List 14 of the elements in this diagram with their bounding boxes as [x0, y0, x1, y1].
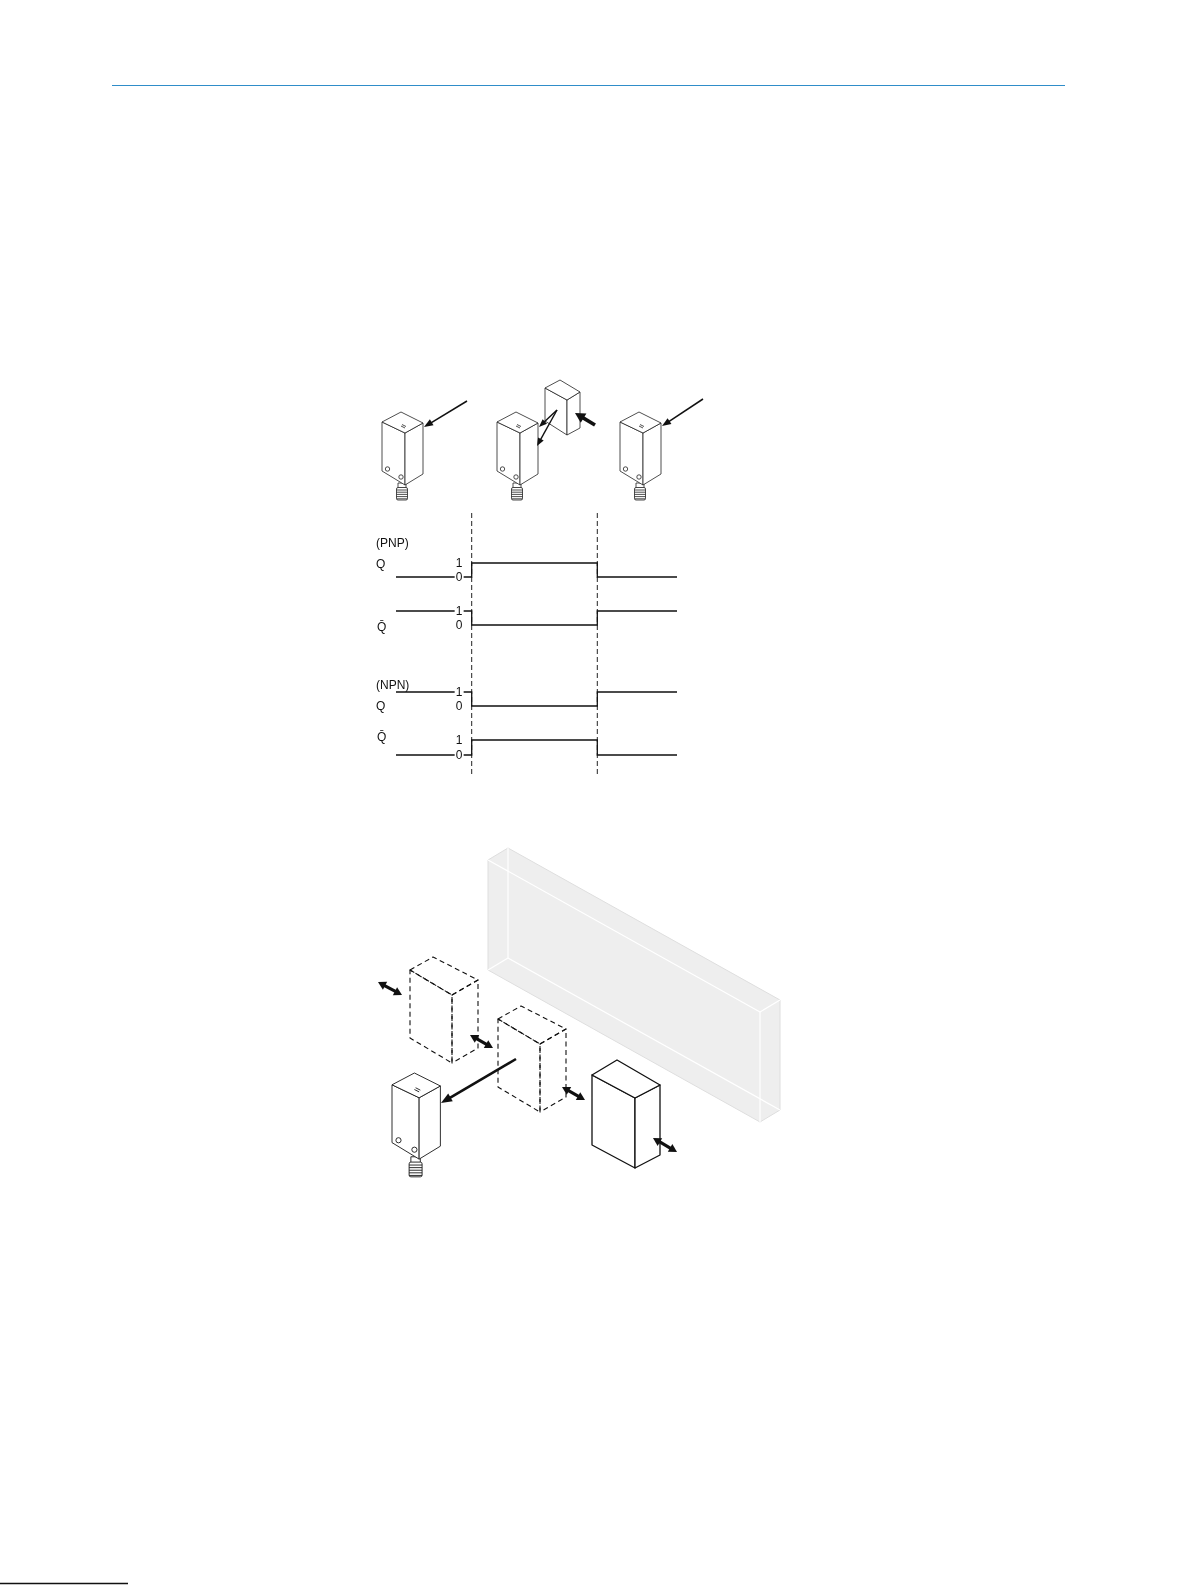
- signal-label: Q̄: [377, 729, 387, 745]
- level-label: 1: [454, 557, 464, 569]
- level-label: 0: [454, 749, 464, 761]
- level-label: 1: [454, 734, 464, 746]
- level-label: 0: [454, 700, 464, 712]
- output-type-label: (PNP): [376, 535, 409, 551]
- signal-label: Q̄: [377, 619, 387, 635]
- level-label: 1: [454, 605, 464, 617]
- level-label: 1: [454, 686, 464, 698]
- level-label: 0: [454, 619, 464, 631]
- output-type-label: (NPN): [376, 677, 410, 693]
- signal-label: Q: [376, 698, 386, 714]
- level-label: 0: [454, 571, 464, 583]
- signal-label: Q: [376, 556, 386, 572]
